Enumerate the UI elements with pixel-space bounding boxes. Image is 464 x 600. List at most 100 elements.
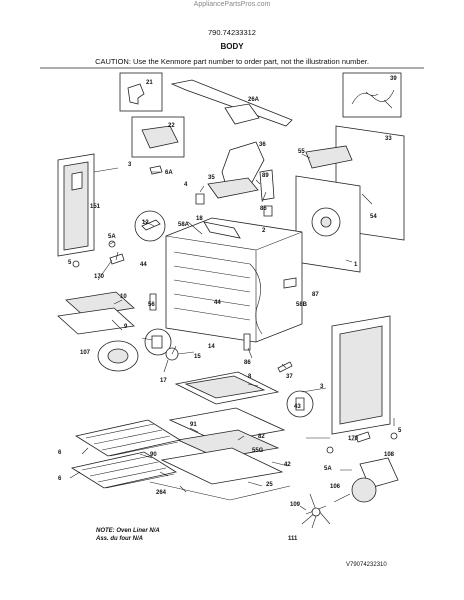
- drawer-slide-part: [149, 481, 291, 501]
- oven-rack-lower: [70, 451, 178, 489]
- duct-bracket-part: [259, 169, 275, 201]
- oven-wire-loop: [249, 263, 263, 335]
- convection-fan-hub: [107, 348, 129, 364]
- callout-12: 12: [142, 220, 149, 226]
- screw-5a-right-part: [326, 446, 334, 454]
- wire-harness-part: [351, 89, 395, 109]
- callout-17: 17: [160, 378, 167, 384]
- screw-callout-circle: [286, 390, 314, 418]
- callout-89: 89: [262, 173, 269, 179]
- oven-rack-upper-wires: [85, 423, 179, 457]
- rear-bracket-55: [305, 145, 353, 169]
- screw-5-part: [390, 432, 398, 440]
- callout-5-right: 5: [398, 428, 402, 434]
- callout-86-top: 86: [260, 206, 267, 212]
- callout-86-lower: 86: [244, 360, 251, 366]
- callout-6-upper: 6: [58, 450, 62, 456]
- callout-25: 25: [266, 482, 273, 488]
- bracket-part: [127, 83, 145, 105]
- oven-cavity: [165, 217, 303, 343]
- callout-43: 43: [294, 404, 301, 410]
- callout-58b: 58B: [296, 302, 308, 308]
- broiler-grid-part: [65, 291, 135, 317]
- callout-26a: 26A: [248, 97, 260, 103]
- callout-42: 42: [284, 462, 291, 468]
- callout-107: 107: [80, 350, 91, 356]
- callout-2: 2: [262, 228, 266, 234]
- clip-part: [108, 240, 116, 248]
- callout-108: 108: [384, 452, 395, 458]
- callout-5a-right: 5A: [324, 466, 332, 472]
- callout-1: 1: [354, 262, 358, 268]
- callout-3-right: 3: [320, 384, 324, 390]
- callout-58a: 58A: [178, 222, 190, 228]
- callout-10: 10: [120, 294, 127, 300]
- inset-box-39: [342, 72, 402, 118]
- oven-rack-lower-wires: [81, 455, 175, 489]
- callout-111: 111: [288, 536, 298, 542]
- callout-82: 82: [258, 434, 265, 440]
- callout-44-left: 44: [140, 262, 147, 268]
- callout-106: 106: [330, 484, 341, 490]
- oven-rack-upper: [74, 419, 182, 457]
- mounting-plate-part: [141, 125, 179, 149]
- oven-cavity-edges: [165, 231, 303, 342]
- callout-35: 35: [208, 175, 215, 181]
- callout-22: 22: [168, 123, 175, 129]
- leader-lines: [69, 153, 395, 529]
- leveling-screw-part: [295, 397, 305, 411]
- callout-14: 14: [208, 344, 215, 350]
- oven-bottom-tray: [184, 375, 266, 399]
- switch-callout-circle: [144, 328, 172, 356]
- callout-5-left: 5: [68, 260, 72, 266]
- callout-54: 54: [370, 214, 377, 220]
- fan-blade-hub: [311, 507, 321, 517]
- callout-151: 151: [90, 204, 101, 210]
- callout-39: 39: [390, 76, 397, 82]
- callout-33: 33: [385, 136, 392, 142]
- brace-bracket-part: [224, 103, 260, 125]
- callout-90: 90: [150, 452, 157, 458]
- model-number: 790.74233312: [208, 28, 256, 37]
- callout-37: 37: [286, 374, 293, 380]
- callout-109: 109: [290, 502, 301, 508]
- left-panel-bracket: [71, 171, 83, 191]
- callout-6-lower: 6: [58, 476, 62, 482]
- callout-9: 9: [124, 324, 128, 330]
- diagram-title: BODY: [220, 42, 244, 51]
- clip-87-part: [283, 277, 297, 289]
- hinge-170-right-part: [355, 431, 371, 443]
- bracket-6a-part: [149, 165, 163, 175]
- oven-rack-supports: [173, 251, 251, 321]
- drawing-code: V79074232310: [346, 562, 387, 568]
- callout-170-right: 170: [348, 436, 359, 442]
- callout-55: 55: [298, 149, 305, 155]
- callout-4: 4: [184, 182, 188, 188]
- callout-3-left: 3: [128, 162, 132, 168]
- note-oven-liner-fr: Ass. du four N/A: [96, 536, 144, 542]
- sensor-callout-circle: [134, 210, 166, 242]
- rear-panel-hub: [320, 216, 332, 228]
- clip-86b-part: [263, 205, 273, 217]
- callout-87: 87: [312, 292, 319, 298]
- note-oven-liner: NOTE: Oven Liner N/A: [96, 528, 160, 534]
- drawer-support-part: [160, 447, 284, 485]
- callout-170-left: 170: [94, 274, 105, 280]
- heat-shield-part: [168, 407, 286, 443]
- caution-text: CAUTION: Use the Kenmore part number to …: [95, 57, 369, 66]
- broiler-pan-part: [57, 307, 135, 335]
- inset-box-21: [119, 72, 163, 112]
- top-brace-part: [170, 79, 293, 127]
- clip-86-part: [243, 333, 251, 351]
- screw-5a-part: [72, 260, 80, 268]
- callout-36: 36: [259, 142, 266, 148]
- callout-15: 15: [194, 354, 201, 360]
- callout-56: 56: [148, 302, 155, 308]
- oven-top-bracket: [203, 221, 241, 239]
- insulation-layer-part: [176, 429, 280, 459]
- callout-264: 264: [156, 490, 167, 496]
- site-watermark: AppliancePartsPros.com: [193, 1, 271, 8]
- clip-56-part: [149, 293, 157, 311]
- callout-21: 21: [146, 80, 153, 86]
